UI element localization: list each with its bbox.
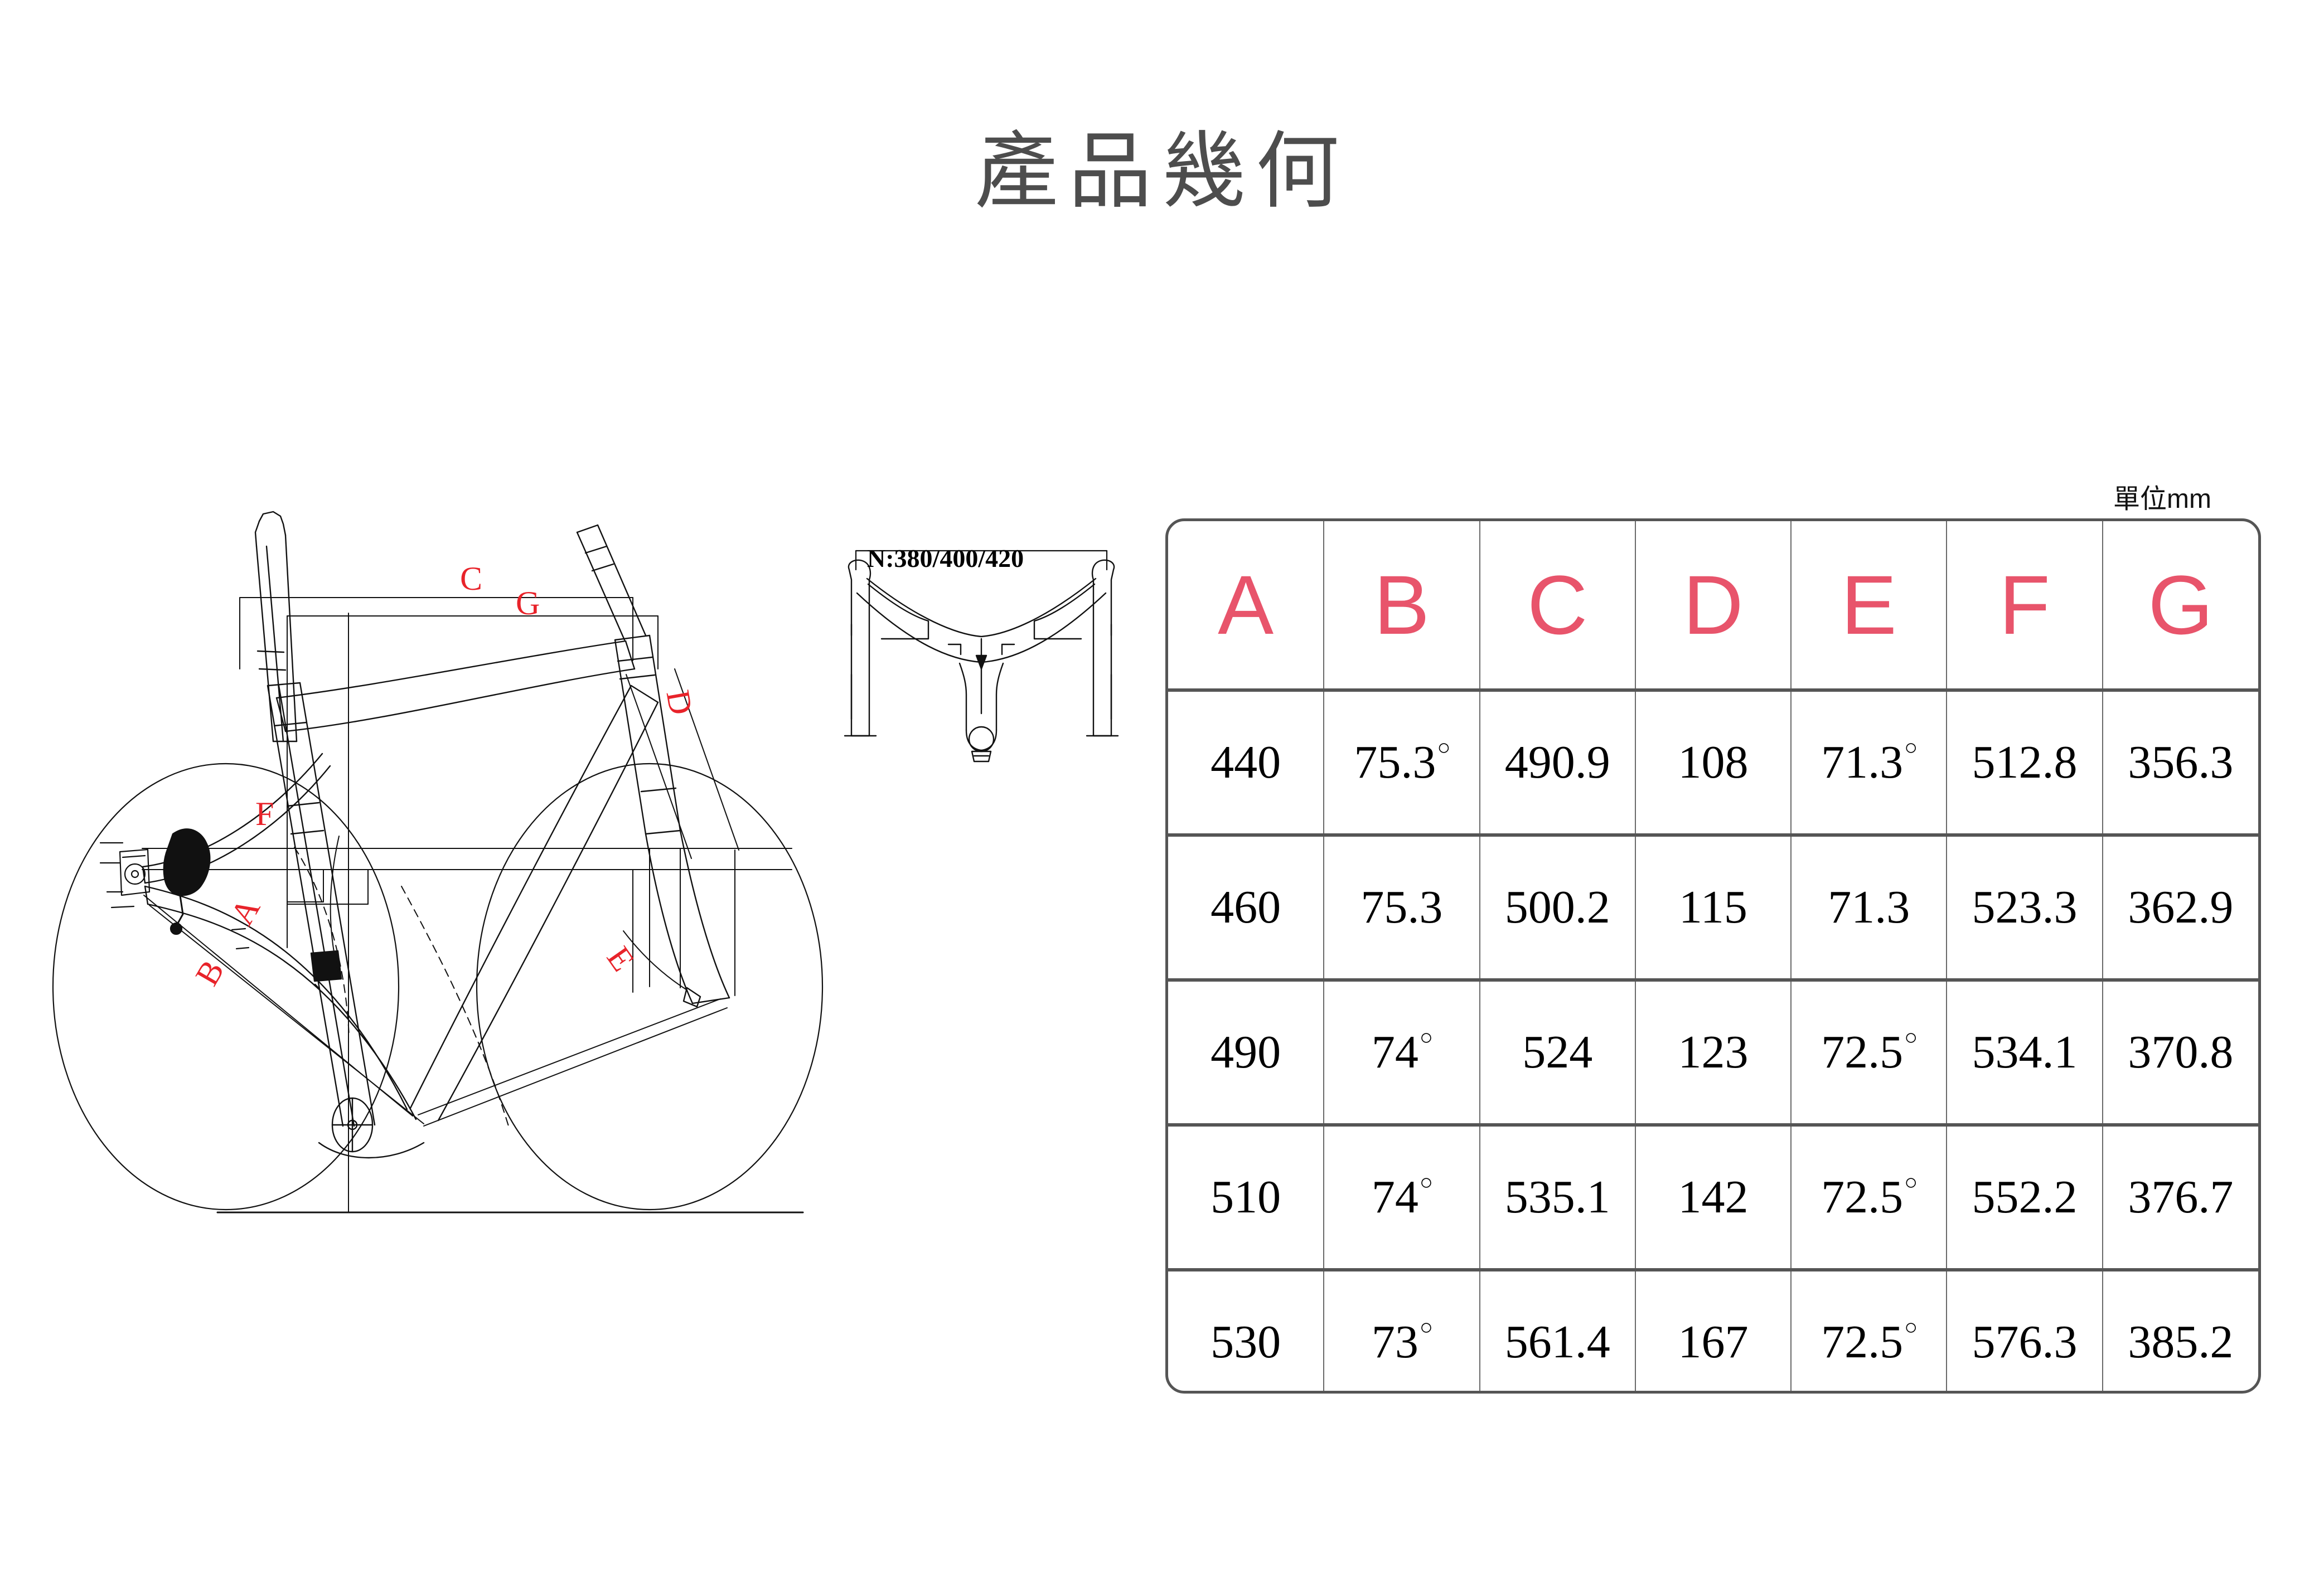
cell-C-1: 490.9 [1479, 690, 1636, 837]
page-title: 產品幾何 [974, 124, 1349, 218]
cell-A-2: 460 [1168, 835, 1325, 982]
column-header-B: B [1324, 521, 1480, 692]
cell-C-5: 561.4 [1479, 1270, 1636, 1391]
cell-B-3: 74○ [1324, 980, 1480, 1127]
cell-D-1: 108 [1635, 690, 1792, 837]
cell-E-1: 71.3○ [1791, 690, 1948, 837]
dim-letter-C: C [460, 560, 483, 597]
units-label: 單位mm [2113, 484, 2211, 514]
column-header-C: C [1479, 521, 1636, 692]
degree-symbol: ○ [1437, 735, 1451, 760]
cell-D-2: 115 [1635, 835, 1792, 982]
cell-D-3: 123 [1635, 980, 1792, 1127]
cell-G-1: 356.3 [2102, 690, 2258, 837]
cell-E-3: 72.5○ [1791, 980, 1948, 1127]
cell-D-5: 167 [1635, 1270, 1792, 1391]
degree-symbol: ○ [1904, 1025, 1918, 1050]
cell-F-2: 523.3 [1947, 835, 2103, 982]
bike-frame-svg [52, 511, 1119, 1214]
cell-B-4: 74○ [1324, 1125, 1480, 1271]
column-header-G: G [2102, 521, 2258, 692]
degree-symbol: ○ [1904, 735, 1918, 760]
cell-C-4: 535.1 [1479, 1125, 1636, 1271]
cell-F-5: 576.3 [1947, 1270, 2103, 1391]
column-header-A: A [1168, 521, 1325, 692]
rear-wheel-outline [52, 763, 400, 1211]
cell-A-1: 440 [1168, 690, 1325, 837]
cell-G-2: 362.9 [2102, 835, 2258, 982]
table-header-row: A B C D E F G [1168, 521, 2258, 692]
cell-E-5: 72.5○ [1791, 1270, 1948, 1391]
cell-C-3: 524 [1479, 980, 1636, 1127]
cell-B-2: 75.3 [1324, 835, 1480, 982]
cell-B-1: 75.3○ [1324, 690, 1480, 837]
degree-symbol: ○ [1904, 1169, 1918, 1195]
column-header-D: D [1635, 521, 1792, 692]
degree-symbol: ○ [1419, 1025, 1433, 1050]
handlebar-width-callout: N:380/400/420 [867, 544, 1024, 572]
cell-A-5: 530 [1168, 1270, 1325, 1391]
cell-G-3: 370.8 [2102, 980, 2258, 1127]
cell-E-4: 72.5○ [1791, 1125, 1948, 1271]
column-header-F: F [1947, 521, 2103, 692]
cell-C-2: 500.2 [1479, 835, 1636, 982]
cell-A-4: 510 [1168, 1125, 1325, 1271]
dim-letter-G: G [516, 585, 540, 622]
degree-symbol: ○ [1419, 1314, 1433, 1339]
cell-A-3: 490 [1168, 980, 1325, 1127]
cell-D-4: 142 [1635, 1125, 1792, 1271]
degree-symbol: ○ [1419, 1169, 1433, 1195]
cell-B-5: 73○ [1324, 1270, 1480, 1391]
cell-G-5: 385.2 [2128, 1316, 2234, 1368]
dim-letter-F: F [255, 795, 274, 832]
cell-G-4: 376.7 [2102, 1125, 2258, 1271]
cell-F-1: 512.8 [1947, 690, 2103, 837]
column-header-E: E [1791, 521, 1948, 692]
front-wheel-outline [476, 763, 824, 1211]
degree-symbol: ○ [1904, 1314, 1918, 1339]
bike-frame-drawing-panel: C G F A B D E [33, 502, 1143, 1316]
cell-F-3: 534.1 [1947, 980, 2103, 1127]
cell-E-2: 71.3 [1791, 835, 1948, 982]
cell-F-4: 552.2 [1947, 1125, 2103, 1271]
